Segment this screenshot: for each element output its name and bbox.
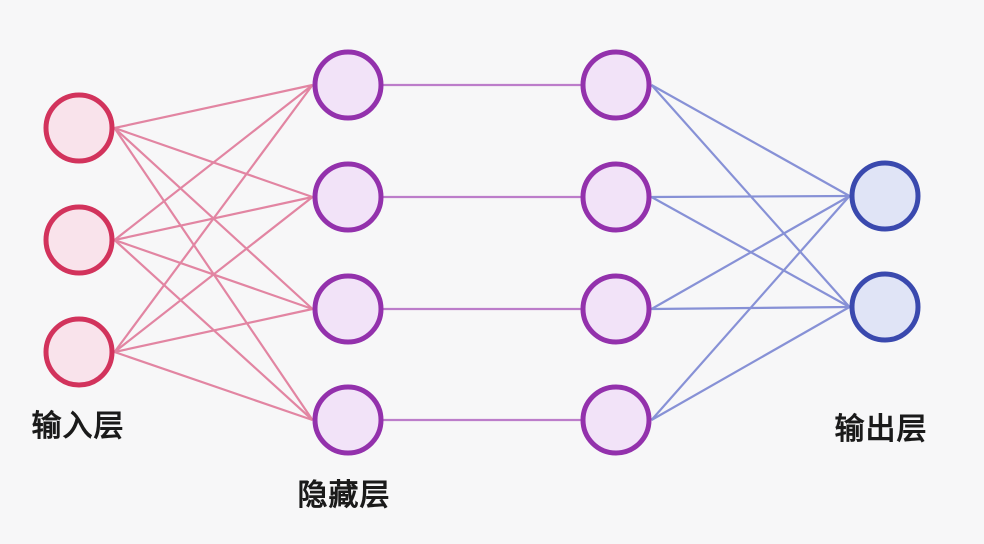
- input-layer-label: 输入层: [31, 410, 125, 443]
- input-node: [43, 92, 115, 164]
- input-to-hidden1-connection: [114, 307, 313, 354]
- hidden2-node: [580, 384, 652, 456]
- hidden1-node: [312, 161, 384, 233]
- hidden2-to-output-connection: [650, 306, 851, 421]
- hidden1-node: [312, 49, 384, 121]
- hidden2-to-output-connection: [651, 194, 850, 199]
- hidden2-to-output-connection: [650, 195, 851, 421]
- hidden-layer-label: 隐藏层: [297, 479, 391, 512]
- hidden2-node: [580, 49, 652, 121]
- hidden1-node: [312, 273, 384, 345]
- input-node: [43, 316, 115, 388]
- hidden1-node: [312, 384, 384, 456]
- input-to-hidden1-connection: [114, 350, 313, 422]
- output-node: [849, 160, 921, 232]
- input-to-hidden1-connection: [114, 83, 313, 130]
- hidden2-to-output-connection: [650, 84, 851, 197]
- input-node: [43, 204, 115, 276]
- input-to-hidden1-connection: [113, 84, 314, 353]
- hidden2-to-output-connection: [650, 195, 851, 310]
- hidden2-node: [580, 161, 652, 233]
- hidden2-node: [580, 273, 652, 345]
- input-to-hidden1-connection: [113, 196, 314, 353]
- output-node: [849, 271, 921, 343]
- input-to-hidden1-connection: [113, 84, 314, 241]
- output-layer-label: 输出层: [834, 413, 928, 446]
